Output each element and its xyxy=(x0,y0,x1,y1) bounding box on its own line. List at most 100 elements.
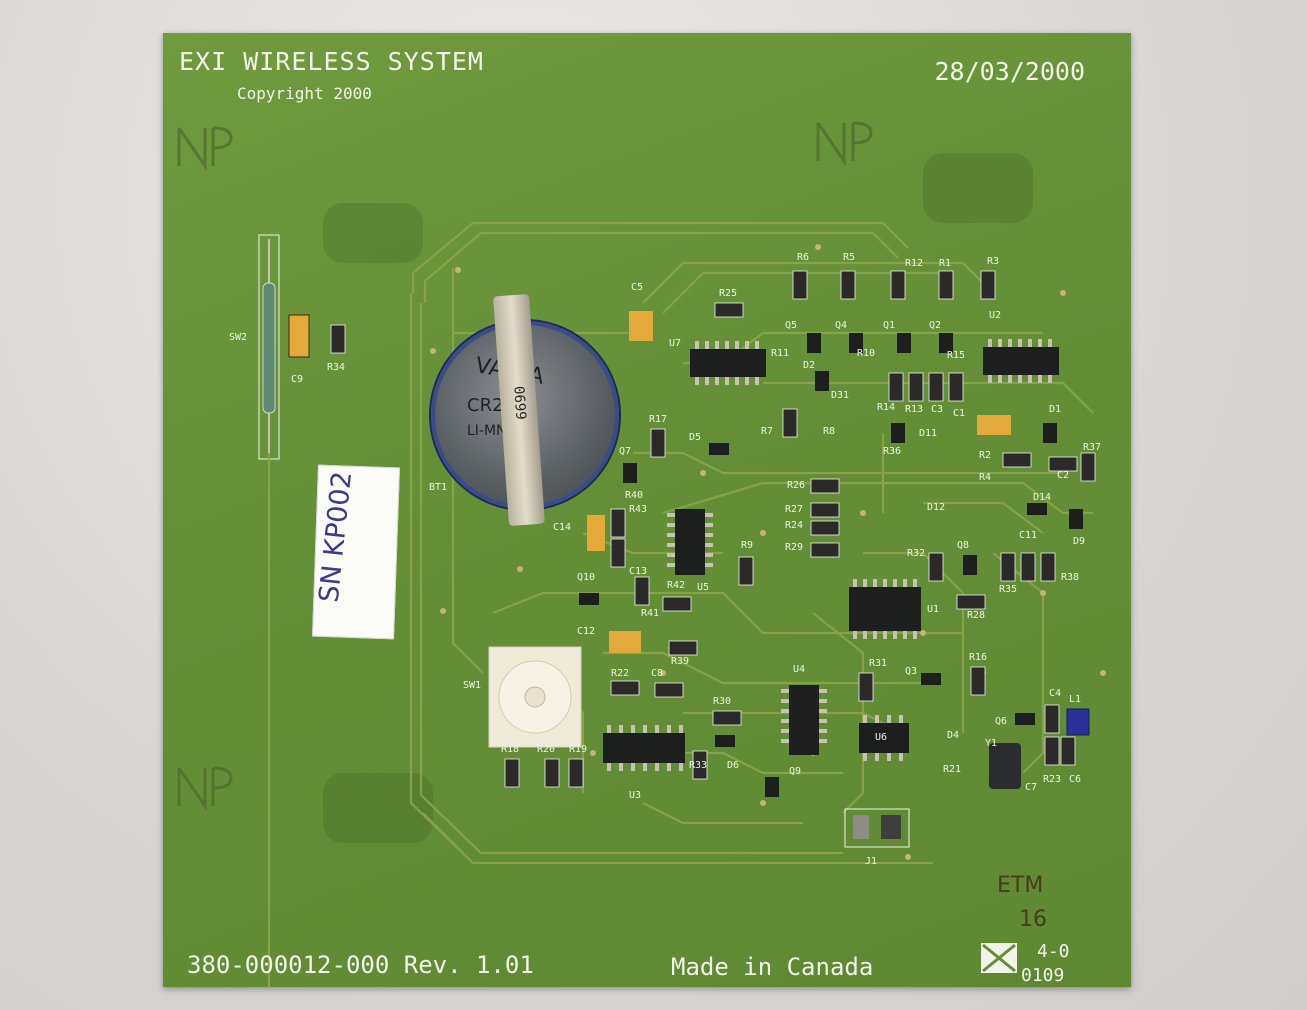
ref-r17: R17 xyxy=(649,414,668,425)
tantalum-capacitors xyxy=(288,311,1011,653)
board-title: EXI WIRELESS SYSTEM xyxy=(179,47,484,76)
ref-r28: R28 xyxy=(967,610,986,621)
ref-c12: C12 xyxy=(577,626,596,637)
ref-r30: R30 xyxy=(713,696,732,707)
ref-r26: R26 xyxy=(787,480,806,491)
ref-sw1: SW1 xyxy=(463,680,482,691)
ref-r9: R9 xyxy=(741,540,754,551)
ref-r41: R41 xyxy=(641,608,660,619)
ref-d11: D11 xyxy=(919,428,938,439)
ref-r10: R10 xyxy=(857,348,876,359)
ref-bt1: BT1 xyxy=(429,482,448,493)
ref-r39: R39 xyxy=(671,656,690,667)
ref-r12: R12 xyxy=(905,258,924,269)
smd-resistors xyxy=(330,270,1096,788)
ref-c4: C4 xyxy=(1049,688,1062,699)
ics xyxy=(603,339,1059,771)
ref-d2: D2 xyxy=(803,360,816,371)
sot-transistors xyxy=(579,333,1083,797)
ref-c1: C1 xyxy=(953,408,966,419)
ref-r38: R38 xyxy=(1061,572,1080,583)
vias xyxy=(430,244,1106,860)
ref-d14: D14 xyxy=(1033,492,1052,503)
ref-u4: U4 xyxy=(793,664,806,675)
ref-c2: C2 xyxy=(1057,470,1070,481)
ref-c11: C11 xyxy=(1019,530,1038,541)
ref-r27: R27 xyxy=(785,504,804,515)
ref-d12: D12 xyxy=(927,502,946,513)
ref-c6: C6 xyxy=(1069,774,1082,785)
pcb-board: EXI WIRELESS SYSTEM Copyright 2000 28/03… xyxy=(163,33,1131,987)
ref-d9: D9 xyxy=(1073,536,1086,547)
ref-u1: U1 xyxy=(927,604,940,615)
ref-c8: C8 xyxy=(651,668,664,679)
ref-r42: R42 xyxy=(667,580,686,591)
ref-r24: R24 xyxy=(785,520,804,531)
ref-u5: U5 xyxy=(697,582,710,593)
ref-r33: R33 xyxy=(689,760,708,771)
board-code-line1: 4-0 xyxy=(1037,941,1070,962)
rotary-switch-sw1 xyxy=(488,646,582,748)
ref-r3: R3 xyxy=(987,256,1000,267)
ref-d4: D4 xyxy=(947,730,960,741)
ref-r16: R16 xyxy=(969,652,988,663)
ref-r11: R11 xyxy=(771,348,790,359)
crystal-y1 xyxy=(989,743,1021,789)
ref-j1: J1 xyxy=(865,856,878,867)
ref-d1: D1 xyxy=(1049,404,1062,415)
ref-d5: D5 xyxy=(689,432,702,443)
board-copyright: Copyright 2000 xyxy=(237,84,372,103)
ref-r14: R14 xyxy=(877,402,896,413)
inductor-l1 xyxy=(1066,708,1090,736)
ref-r32: R32 xyxy=(907,548,926,559)
ref-r5: R5 xyxy=(843,252,856,263)
ref-r6: R6 xyxy=(797,252,810,263)
ref-r20: R20 xyxy=(537,744,556,755)
ref-r19: R19 xyxy=(569,744,588,755)
ref-r15: R15 xyxy=(947,350,966,361)
ref-c14: C14 xyxy=(553,522,572,533)
reed-switch-sw2 xyxy=(258,234,280,987)
battery-clip-code: 0699 xyxy=(510,385,529,421)
ref-r8: R8 xyxy=(823,426,836,437)
ref-q3: Q3 xyxy=(905,666,918,677)
ref-q9: Q9 xyxy=(789,766,802,777)
ref-r1: R1 xyxy=(939,258,952,269)
ref-q10: Q10 xyxy=(577,572,596,583)
pcb-artwork xyxy=(177,121,1106,987)
ref-r29: R29 xyxy=(785,542,804,553)
ref-q4: Q4 xyxy=(835,320,848,331)
ref-d31: D31 xyxy=(831,390,850,401)
etm-marking-line2: 16 xyxy=(1019,907,1047,932)
manufacturer-logo xyxy=(981,943,1017,973)
ref-r43: R43 xyxy=(629,504,648,515)
board-date: 28/03/2000 xyxy=(934,57,1085,86)
ref-r4: R4 xyxy=(979,472,992,483)
ref-u3: U3 xyxy=(629,790,642,801)
ref-r22: R22 xyxy=(611,668,630,679)
ref-r7: R7 xyxy=(761,426,774,437)
ref-r2: R2 xyxy=(979,450,992,461)
ref-q2: Q2 xyxy=(929,320,942,331)
etm-marking-line1: ETM xyxy=(997,873,1044,898)
board-code-line2: 0109 xyxy=(1021,965,1065,986)
ref-r35: R35 xyxy=(999,584,1018,595)
ref-c13: C13 xyxy=(629,566,648,577)
ref-q8: Q8 xyxy=(957,540,970,551)
np-marks xyxy=(177,121,873,811)
ref-q5: Q5 xyxy=(785,320,798,331)
ref-sw2: SW2 xyxy=(229,332,248,343)
ref-c7: C7 xyxy=(1025,782,1038,793)
ref-u6: U6 xyxy=(875,732,888,743)
ref-r21: R21 xyxy=(943,764,962,775)
ref-r40: R40 xyxy=(625,490,644,501)
ref-c9: C9 xyxy=(291,374,304,385)
ref-d6: D6 xyxy=(727,760,740,771)
ref-l1: L1 xyxy=(1069,694,1082,705)
ref-r18: R18 xyxy=(501,744,520,755)
ref-q1: Q1 xyxy=(883,320,896,331)
ref-q6: Q6 xyxy=(995,716,1008,727)
board-part-number: 380-000012-000 Rev. 1.01 xyxy=(187,951,534,979)
connector-j1 xyxy=(844,808,910,848)
ref-y1: Y1 xyxy=(985,738,998,749)
